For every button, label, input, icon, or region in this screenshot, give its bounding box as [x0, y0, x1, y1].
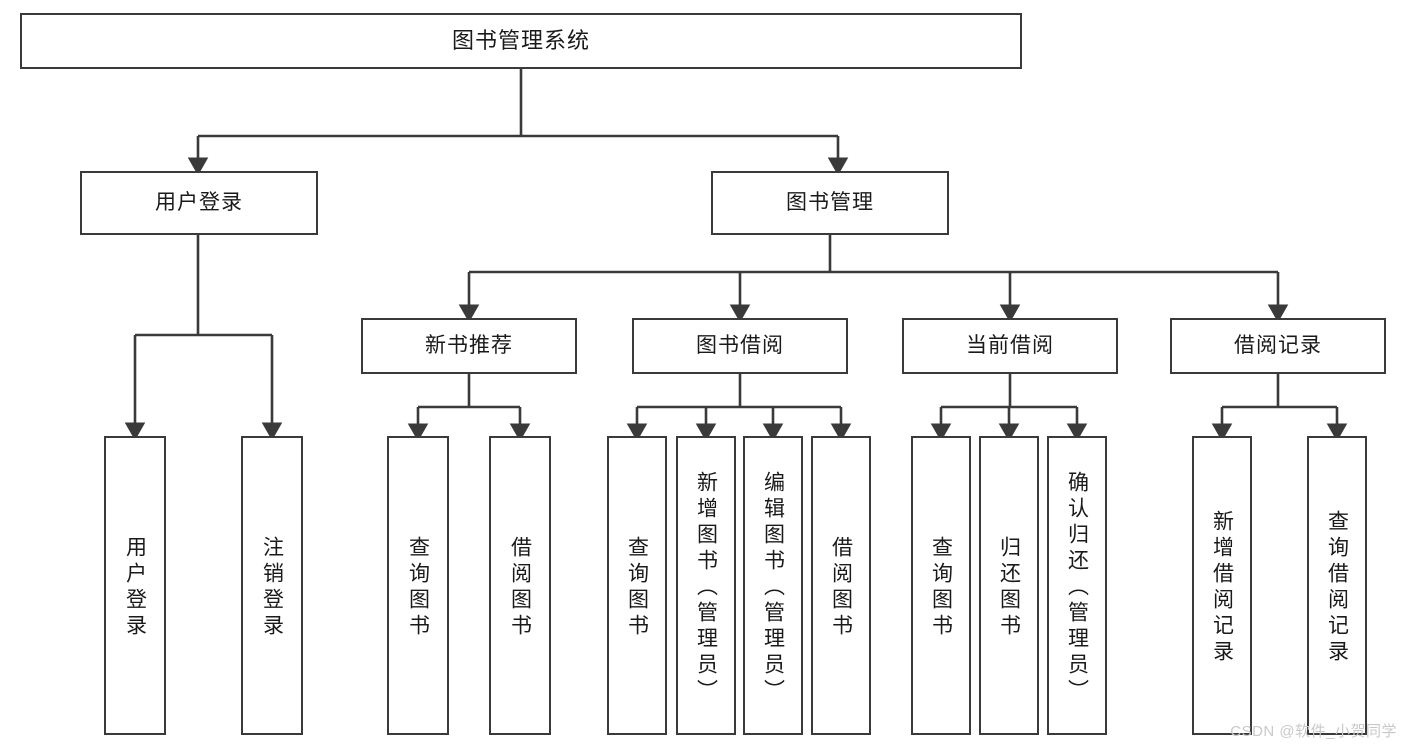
leaf-new-book-0-label: 查询图书 — [406, 535, 430, 640]
leaf-book-borrow-0[interactable]: 查询图书 — [607, 436, 667, 735]
leaf-current-borrow-0[interactable]: 查询图书 — [911, 436, 971, 735]
node-root[interactable]: 图书管理系统 — [20, 13, 1022, 69]
leaf-user-login-0[interactable]: 用户登录 — [104, 436, 166, 735]
node-book-management-label: 图书管理 — [786, 191, 874, 215]
leaf-current-borrow-1-label: 归还图书 — [997, 535, 1021, 640]
leaf-current-borrow-1[interactable]: 归还图书 — [979, 436, 1039, 735]
leaf-current-borrow-2[interactable]: 确认归还（管理员） — [1047, 436, 1107, 735]
leaf-borrow-record-1-label: 查询借阅记录 — [1325, 509, 1349, 666]
leaf-borrow-record-1[interactable]: 查询借阅记录 — [1307, 436, 1367, 735]
node-book-borrow[interactable]: 图书借阅 — [632, 318, 848, 374]
csdn-watermark: CSDN @软件_小贺同学 — [1230, 723, 1397, 740]
node-borrow-record[interactable]: 借阅记录 — [1170, 318, 1386, 374]
leaf-new-book-0[interactable]: 查询图书 — [387, 436, 449, 735]
leaf-current-borrow-2-label: 确认归还（管理员） — [1065, 470, 1089, 705]
node-book-borrow-label: 图书借阅 — [696, 334, 784, 358]
leaf-book-borrow-0-label: 查询图书 — [625, 535, 649, 640]
leaf-book-borrow-3[interactable]: 借阅图书 — [811, 436, 871, 735]
leaf-book-borrow-1-label: 新增图书（管理员） — [694, 470, 718, 705]
node-borrow-record-label: 借阅记录 — [1234, 334, 1322, 358]
leaf-current-borrow-0-label: 查询图书 — [929, 535, 953, 640]
leaf-book-borrow-2-label: 编辑图书（管理员） — [761, 470, 785, 705]
node-user-login-label: 用户登录 — [155, 191, 243, 215]
node-root-label: 图书管理系统 — [451, 27, 590, 53]
leaf-user-login-1[interactable]: 注销登录 — [241, 436, 303, 735]
node-current-borrow[interactable]: 当前借阅 — [902, 318, 1118, 374]
node-current-borrow-label: 当前借阅 — [966, 334, 1054, 358]
leaf-new-book-1[interactable]: 借阅图书 — [489, 436, 551, 735]
node-new-book-recommend[interactable]: 新书推荐 — [361, 318, 577, 374]
node-user-login[interactable]: 用户登录 — [80, 171, 318, 235]
leaf-book-borrow-2[interactable]: 编辑图书（管理员） — [743, 436, 803, 735]
leaf-borrow-record-0-label: 新增借阅记录 — [1210, 509, 1234, 666]
leaf-user-login-0-label: 用户登录 — [123, 535, 147, 640]
leaf-new-book-1-label: 借阅图书 — [508, 535, 532, 640]
leaf-borrow-record-0[interactable]: 新增借阅记录 — [1192, 436, 1252, 735]
node-book-management[interactable]: 图书管理 — [711, 171, 949, 235]
leaf-book-borrow-1[interactable]: 新增图书（管理员） — [676, 436, 736, 735]
leaf-user-login-1-label: 注销登录 — [260, 535, 284, 640]
node-new-book-recommend-label: 新书推荐 — [425, 334, 513, 358]
leaf-book-borrow-3-label: 借阅图书 — [829, 535, 853, 640]
